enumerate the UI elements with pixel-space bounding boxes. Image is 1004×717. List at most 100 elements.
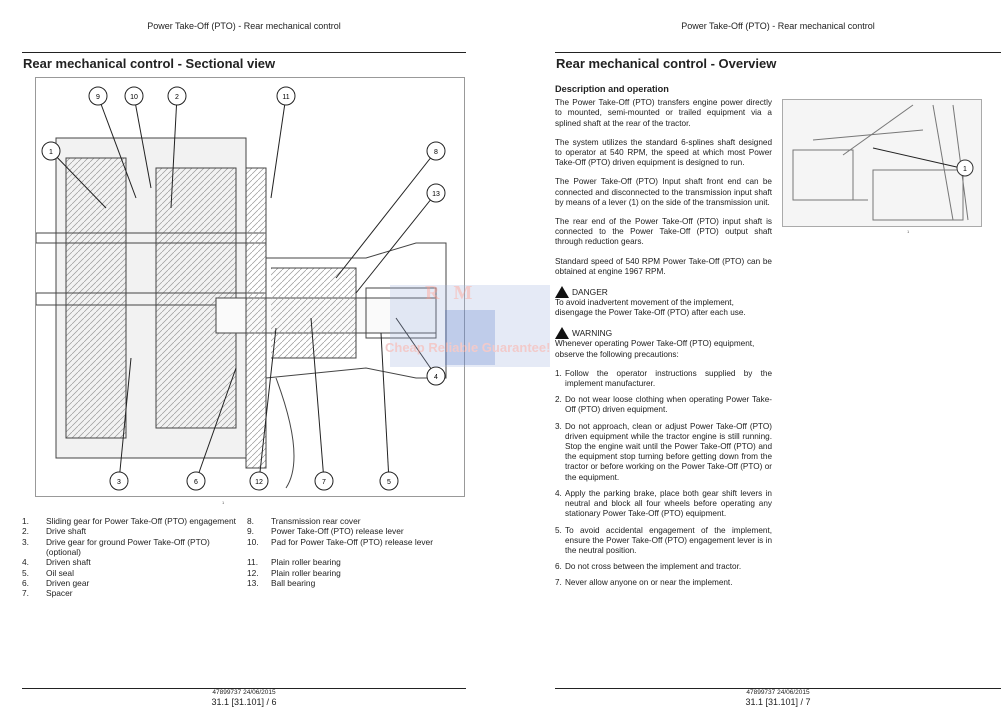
legend-item: 8.Transmission rear cover (247, 516, 361, 526)
description-text: Description and operation The Power Take… (555, 84, 772, 595)
precaution-text: Apply the parking brake, place both gear… (565, 488, 772, 519)
left-page: Power Take-Off (PTO) - Rear mechanical c… (22, 0, 466, 717)
legend-number: 11. (247, 557, 259, 568)
legend-number: 8. (247, 516, 254, 526)
legend-text: Drive gear for ground Power Take-Off (PT… (46, 536, 210, 557)
precaution-number: 1. (555, 368, 562, 378)
precaution-item: 3.Do not approach, clean or adjust Power… (555, 422, 772, 483)
legend-number: 3. (22, 536, 29, 547)
leader-line (395, 317, 437, 377)
leader-line (97, 95, 137, 199)
figure-number: 1 (907, 229, 910, 234)
legend-text: Plain roller bearing (271, 567, 341, 578)
precaution-number: 3. (555, 421, 562, 431)
leader-line (118, 357, 132, 482)
legend-number: 12. (247, 567, 259, 578)
precaution-text: Do not approach, clean or adjust Power T… (565, 421, 772, 482)
legend-text: Driven shaft (46, 557, 91, 568)
warning-text: Whenever operating Power Take-Off (PTO) … (555, 339, 755, 359)
page-title: Rear mechanical control - Overview (556, 56, 777, 71)
precaution-item: 1.Follow the operator instructions suppl… (555, 369, 772, 389)
precaution-number: 4. (555, 488, 562, 498)
legend-item: 6.Driven gear (22, 578, 89, 588)
paragraph: The Power Take-Off (PTO) Input shaft fro… (555, 177, 772, 207)
footer-rule (555, 688, 1001, 689)
paragraph: The rear end of the Power Take-Off (PTO)… (555, 217, 772, 247)
precautions-list: 1.Follow the operator instructions suppl… (555, 369, 772, 589)
leader-line (270, 95, 287, 199)
callout-label: 8 (434, 149, 438, 156)
callout-circle (124, 86, 144, 106)
leader-line (133, 95, 152, 189)
leader-line (335, 150, 437, 279)
callout-label: 2 (175, 94, 179, 101)
warning-notice: WARNING Whenever operating Power Take-Of… (555, 327, 772, 359)
precaution-item: 6.Do not cross between the implement and… (555, 562, 772, 572)
footer-rule (22, 688, 466, 689)
callout-label: 4 (434, 374, 438, 381)
callout-label: 7 (322, 479, 326, 486)
callout-circle (88, 86, 108, 106)
warning-triangle-icon (555, 286, 569, 299)
legend-number: 6. (22, 577, 29, 588)
precaution-number: 7. (555, 578, 562, 588)
legend-item: 3. Drive gear for ground Power Take-Off (… (22, 537, 237, 558)
legend-number: 4. (22, 557, 29, 568)
page-header: Power Take-Off (PTO) - Rear mechanical c… (147, 21, 341, 31)
legend-text: Spacer (46, 588, 73, 599)
legend-number: 5. (22, 567, 29, 578)
legend-item: 7. Spacer (22, 588, 73, 598)
callout-label: 6 (194, 479, 198, 486)
precaution-text: To avoid accidental engagement of the im… (565, 525, 772, 555)
callout-circle (109, 471, 129, 491)
legend-text: Pad for Power Take-Off (PTO) release lev… (271, 536, 433, 547)
callout-label: 13 (432, 191, 440, 198)
callout-circle (314, 471, 334, 491)
leader-line (50, 150, 107, 209)
header-rule (555, 52, 1001, 53)
legend-number: 10. (247, 536, 259, 547)
legend-item: 9.Power Take-Off (PTO) release lever (247, 526, 404, 536)
legend-text: Sliding gear for Power Take-Off (PTO) en… (46, 516, 236, 526)
leader-line (195, 367, 237, 482)
legend-item: 4. Driven shaft (22, 557, 91, 567)
legend-number: 2. (22, 526, 29, 537)
warning-label: WARNING (572, 328, 613, 339)
legend-number: 9. (247, 526, 254, 537)
legend-number: 1. (22, 516, 29, 526)
callout-circle (426, 183, 446, 203)
legend-item: 11.Plain roller bearing (247, 557, 341, 567)
callout-label: 9 (96, 94, 100, 101)
overview-photo: 1 (782, 99, 982, 227)
callout-label: 3 (117, 479, 121, 486)
precaution-item: 7.Never allow anyone on or near the impl… (555, 578, 772, 588)
leader-line (170, 95, 178, 209)
legend-item: 13.Ball bearing (247, 578, 315, 588)
callout-circle (167, 86, 187, 106)
precaution-text: Never allow anyone on or near the implem… (565, 578, 733, 588)
footer-page-number: 31.1 [31.101] / 7 (745, 697, 811, 707)
paragraph: The system utilizes the standard 6-splin… (555, 137, 772, 168)
callout-label: 1 (963, 166, 967, 173)
leader-line (380, 332, 390, 482)
danger-notice: DANGER To avoid inadvertent movement of … (555, 286, 772, 318)
precaution-item: 5.To avoid accidental engagement of the … (555, 526, 772, 557)
page-title: Rear mechanical control - Sectional view (23, 56, 276, 71)
callout-circle (426, 366, 446, 386)
footer-doc: 47899737 24/06/2015 (212, 689, 276, 696)
callout-circle (41, 141, 61, 161)
footer-doc: 47899737 24/06/2015 (746, 689, 810, 696)
precaution-item: 4.Apply the parking brake, place both ge… (555, 489, 772, 520)
callout-label: 12 (255, 479, 263, 486)
legend-number: 7. (22, 588, 29, 599)
callout-circle (186, 471, 206, 491)
legend-item: 5. Oil seal (22, 568, 74, 578)
warning-triangle-icon (555, 327, 569, 340)
legend-item: 1. Sliding gear for Power Take-Off (PTO) … (22, 516, 236, 526)
header-rule (22, 52, 466, 53)
precaution-text: Do not cross between the implement and t… (565, 562, 742, 572)
legend-number: 13. (247, 577, 259, 588)
figure-number: 1 (222, 500, 225, 505)
legend-text: Oil seal (46, 567, 74, 578)
